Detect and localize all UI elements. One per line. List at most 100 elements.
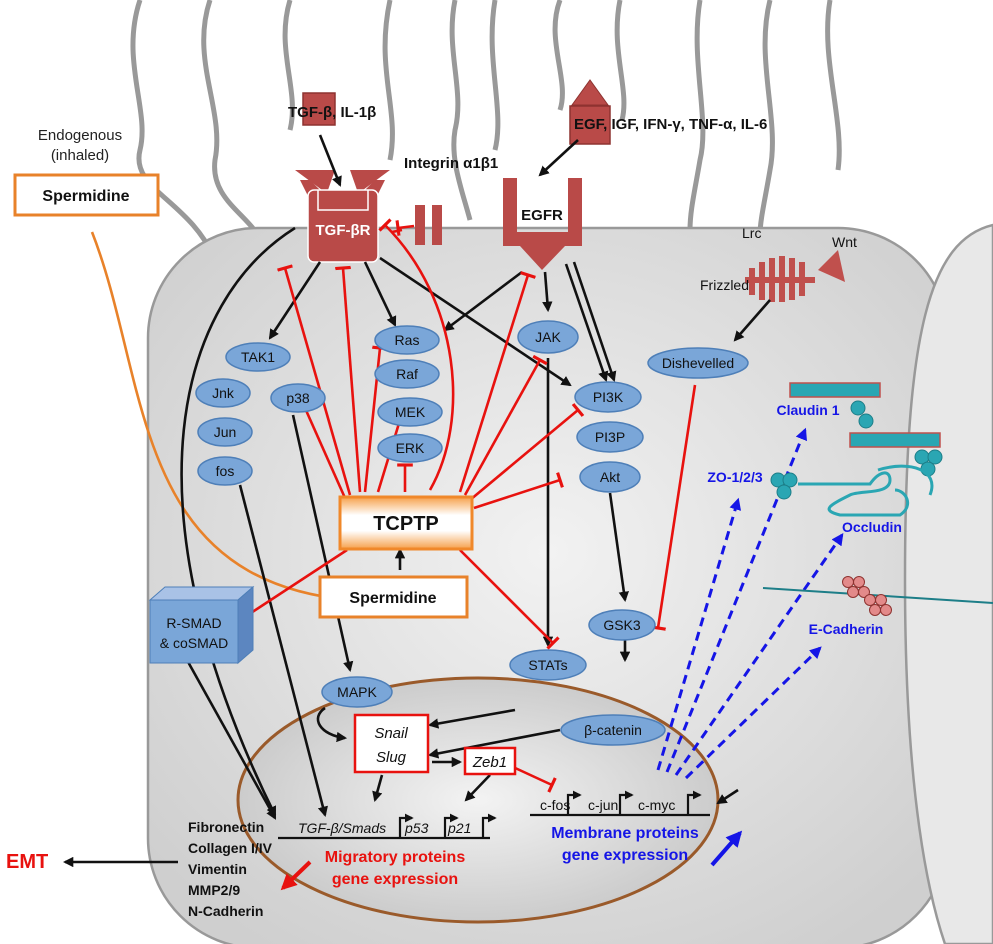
node-gsk3: GSK3 <box>588 609 656 641</box>
node-p38: p38 <box>270 383 326 413</box>
node-stats: STATs <box>509 649 587 681</box>
egfr: EGFR <box>503 178 582 270</box>
node-mapk: MAPK <box>321 676 393 708</box>
node-fos: fos <box>197 456 253 486</box>
spermidine-inner-box: Spermidine <box>318 575 469 619</box>
gene-cjun: c-jun <box>588 797 618 813</box>
emt-marker-1: Collagen I/IV <box>188 840 273 856</box>
emt-marker-3: MMP2/9 <box>188 882 240 898</box>
integrin-bar-left <box>415 205 425 245</box>
svg-text:fos: fos <box>216 463 235 479</box>
svg-text:& coSMAD: & coSMAD <box>160 635 228 651</box>
tgf-ligand-label: TGF-β, IL-1β <box>288 104 376 121</box>
svg-text:TAK1: TAK1 <box>241 349 275 365</box>
zeb1-box: Zeb1 <box>463 746 517 776</box>
svg-text:Raf: Raf <box>396 366 418 382</box>
svg-text:TCPTP: TCPTP <box>373 513 439 535</box>
svg-text:Ras: Ras <box>395 332 420 348</box>
svg-text:MEK: MEK <box>395 404 426 420</box>
integrin-bar-right <box>432 205 442 245</box>
zo-label: ZO-1/2/3 <box>707 469 762 485</box>
integrin-label: Integrin α1β1 <box>404 155 498 172</box>
migratory-label-2: gene expression <box>332 871 458 888</box>
emt-marker-2: Vimentin <box>188 861 247 877</box>
tcptp-box: TCPTP <box>338 495 474 551</box>
svg-text:Dishevelled: Dishevelled <box>662 355 734 371</box>
emt-marker-0: Fibronectin <box>188 819 264 835</box>
migratory-down-arrow <box>280 860 312 891</box>
gene-cfos: c-fos <box>540 797 570 813</box>
migratory-label-1: Migratory proteins <box>325 849 466 866</box>
svg-text:Jnk: Jnk <box>212 385 235 401</box>
gene-tgf-smads: TGF-β/Smads <box>298 820 386 836</box>
svg-text:GSK3: GSK3 <box>603 617 641 633</box>
smad-box: R-SMAD & coSMAD <box>148 585 255 665</box>
svg-text:JAK: JAK <box>535 329 561 345</box>
node-ras: Ras <box>374 325 440 355</box>
node-mek: MEK <box>377 397 443 427</box>
frizzled-receptor <box>745 256 815 302</box>
svg-text:R-SMAD: R-SMAD <box>166 615 221 631</box>
egf-ligand-box <box>569 105 611 145</box>
membrane-label-2: gene expression <box>562 847 688 864</box>
emt-label: EMT <box>6 851 48 873</box>
node-pi3p: PI3P <box>576 421 644 453</box>
svg-text:EGFR: EGFR <box>521 207 563 224</box>
membrane-label-1: Membrane proteins <box>551 825 699 842</box>
svg-text:Jun: Jun <box>214 424 237 440</box>
inhaled-label: (inhaled) <box>51 147 109 164</box>
frizzled-label: Frizzled <box>700 277 749 293</box>
wnt-ligand <box>818 250 845 282</box>
e-cadherin-structure <box>762 576 993 616</box>
node-jnk: Jnk <box>195 378 251 408</box>
occludin-label: Occludin <box>842 519 902 535</box>
node-akt: Akt <box>579 461 641 493</box>
spermidine-outer-box <box>13 173 160 217</box>
emt-marker-4: N-Cadherin <box>188 903 263 919</box>
svg-text:Zeb1: Zeb1 <box>472 754 507 771</box>
spermidine-outer-label: Spermidine <box>42 188 129 205</box>
spermidine-uptake-arrow <box>90 231 353 605</box>
claudin-1-label: Claudin 1 <box>776 402 839 418</box>
neighbor-cell <box>903 223 993 944</box>
node-erk: ERK <box>377 433 443 463</box>
svg-text:PI3P: PI3P <box>595 429 625 445</box>
tgf-receptor: TGF-βR <box>295 170 390 263</box>
svg-text:TGF-βR: TGF-βR <box>316 222 371 239</box>
lrc-label: Lrc <box>742 225 761 241</box>
node-beta-catenin: β-catenin <box>560 714 666 746</box>
egf-ligand-triangle <box>571 79 609 106</box>
svg-text:Spermidine: Spermidine <box>349 590 436 607</box>
membrane-genes <box>530 790 710 817</box>
node-raf: Raf <box>374 359 440 389</box>
snail-slug-box: Snail Slug <box>353 713 430 774</box>
svg-text:PI3K: PI3K <box>593 389 624 405</box>
svg-text:p38: p38 <box>286 390 310 406</box>
inhibition-lines <box>219 218 697 793</box>
node-dishevelled: Dishevelled <box>647 347 749 379</box>
migratory-genes <box>278 813 497 840</box>
occludin-structure <box>770 464 934 517</box>
gene-p53: p53 <box>404 820 429 836</box>
svg-text:MAPK: MAPK <box>337 684 377 700</box>
svg-text:Akt: Akt <box>600 469 620 485</box>
tgf-ligand-box <box>302 92 336 126</box>
endogenous-label: Endogenous <box>38 127 122 144</box>
node-jak: JAK <box>517 320 579 354</box>
egf-ligand-label: EGF, IGF, IFN-γ, TNF-α, IL-6 <box>574 116 767 133</box>
svg-text:STATs: STATs <box>528 657 567 673</box>
e-cadherin-label: E-Cadherin <box>809 621 884 637</box>
svg-text:Slug: Slug <box>376 749 407 766</box>
svg-text:β-catenin: β-catenin <box>584 722 642 738</box>
cilia <box>130 0 842 261</box>
claudin-1-structure <box>789 382 943 477</box>
wnt-label: Wnt <box>832 234 857 250</box>
gene-p21: p21 <box>447 820 471 836</box>
node-pi3k: PI3K <box>574 381 642 413</box>
membrane-up-arrow <box>710 830 743 867</box>
node-jun: Jun <box>197 417 253 447</box>
gene-cmyc: c-myc <box>638 797 675 813</box>
svg-text:ERK: ERK <box>396 440 425 456</box>
svg-text:Snail: Snail <box>374 725 408 742</box>
node-tak1: TAK1 <box>225 342 291 372</box>
